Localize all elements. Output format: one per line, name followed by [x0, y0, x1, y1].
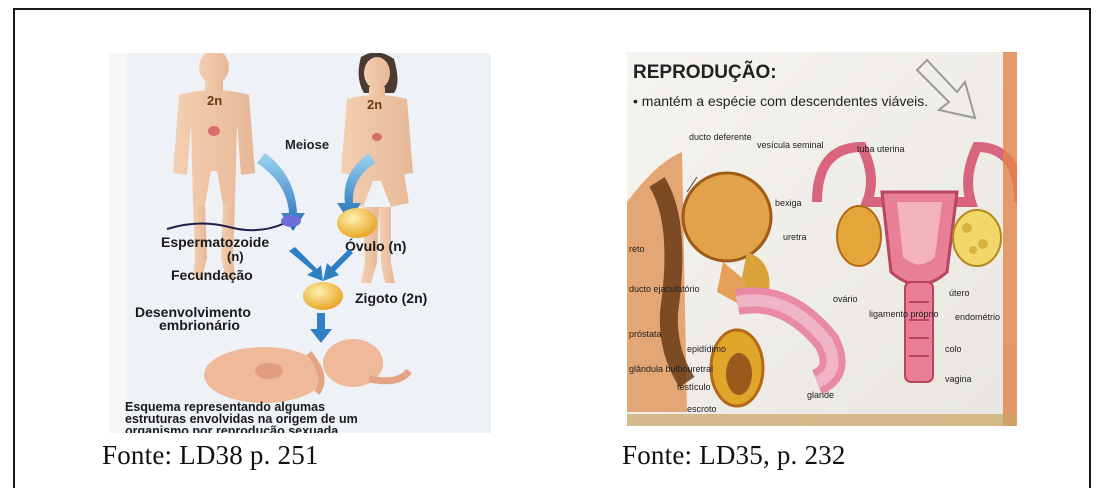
zigoto-label: Zigoto (2n)	[355, 290, 427, 306]
label-epididimo: epidídimo	[687, 344, 726, 354]
espermatozoide-n-label: (n)	[227, 249, 244, 264]
reproducao-bullet: • mantém a espécie com descendentes viáv…	[633, 93, 928, 109]
espermatozoide-label: Espermatozoide	[161, 234, 269, 250]
source-caption-left: Fonte: LD38 p. 251	[102, 440, 319, 471]
label-vagina: vagina	[945, 374, 972, 384]
label-ducto-ejaculatorio: ducto ejaculatório	[629, 284, 700, 294]
label-glandula-bulbouretral: glândula bulbouretral	[629, 364, 713, 374]
reproducao-heading: REPRODUÇÃO:	[633, 61, 777, 83]
sperm-cell	[281, 215, 301, 227]
label-bexiga: bexiga	[775, 198, 802, 208]
label-glande: glande	[807, 390, 834, 400]
label-testiculo: testículo	[677, 382, 711, 392]
scheme-caption: Esquema representando algumas estruturas…	[125, 400, 358, 433]
caption-line: organismo por reprodução sexuada.	[125, 424, 342, 433]
desenvolvimento-label-line2: embrionário	[159, 317, 240, 333]
label-endometrio: endométrio	[955, 312, 1000, 322]
label-ovario: ovário	[833, 294, 858, 304]
reproductive-systems-image: REPRODUÇÃO: • mantém a espécie com desce…	[627, 52, 1017, 426]
label-prostata: próstata	[629, 329, 662, 339]
zygote-cell	[303, 282, 343, 310]
label-vesicula-seminal: vesícula seminal	[757, 140, 824, 150]
label-uretra: uretra	[783, 232, 807, 242]
source-caption-right: Fonte: LD35, p. 232	[622, 440, 846, 471]
label-escroto: escroto	[687, 404, 717, 414]
label-colo: colo	[945, 344, 962, 354]
fecundacao-label: Fecundação	[171, 267, 253, 283]
reproduction-scheme-image: 2n 2n Meiose Espermatozoide (n) Óvulo (n…	[109, 53, 491, 433]
female-2n-label: 2n	[367, 97, 382, 112]
label-tuba-uterina: tuba uterina	[857, 144, 905, 154]
label-utero: útero	[949, 288, 970, 298]
label-reto: reto	[629, 244, 645, 254]
label-ligamento-proprio: ligamento próprio	[869, 309, 939, 319]
ovum-cell	[337, 208, 377, 238]
meiose-label: Meiose	[285, 137, 329, 152]
male-2n-label: 2n	[207, 93, 222, 108]
ovulo-label: Óvulo (n)	[345, 237, 406, 254]
label-ducto-deferente: ducto deferente	[689, 132, 752, 142]
